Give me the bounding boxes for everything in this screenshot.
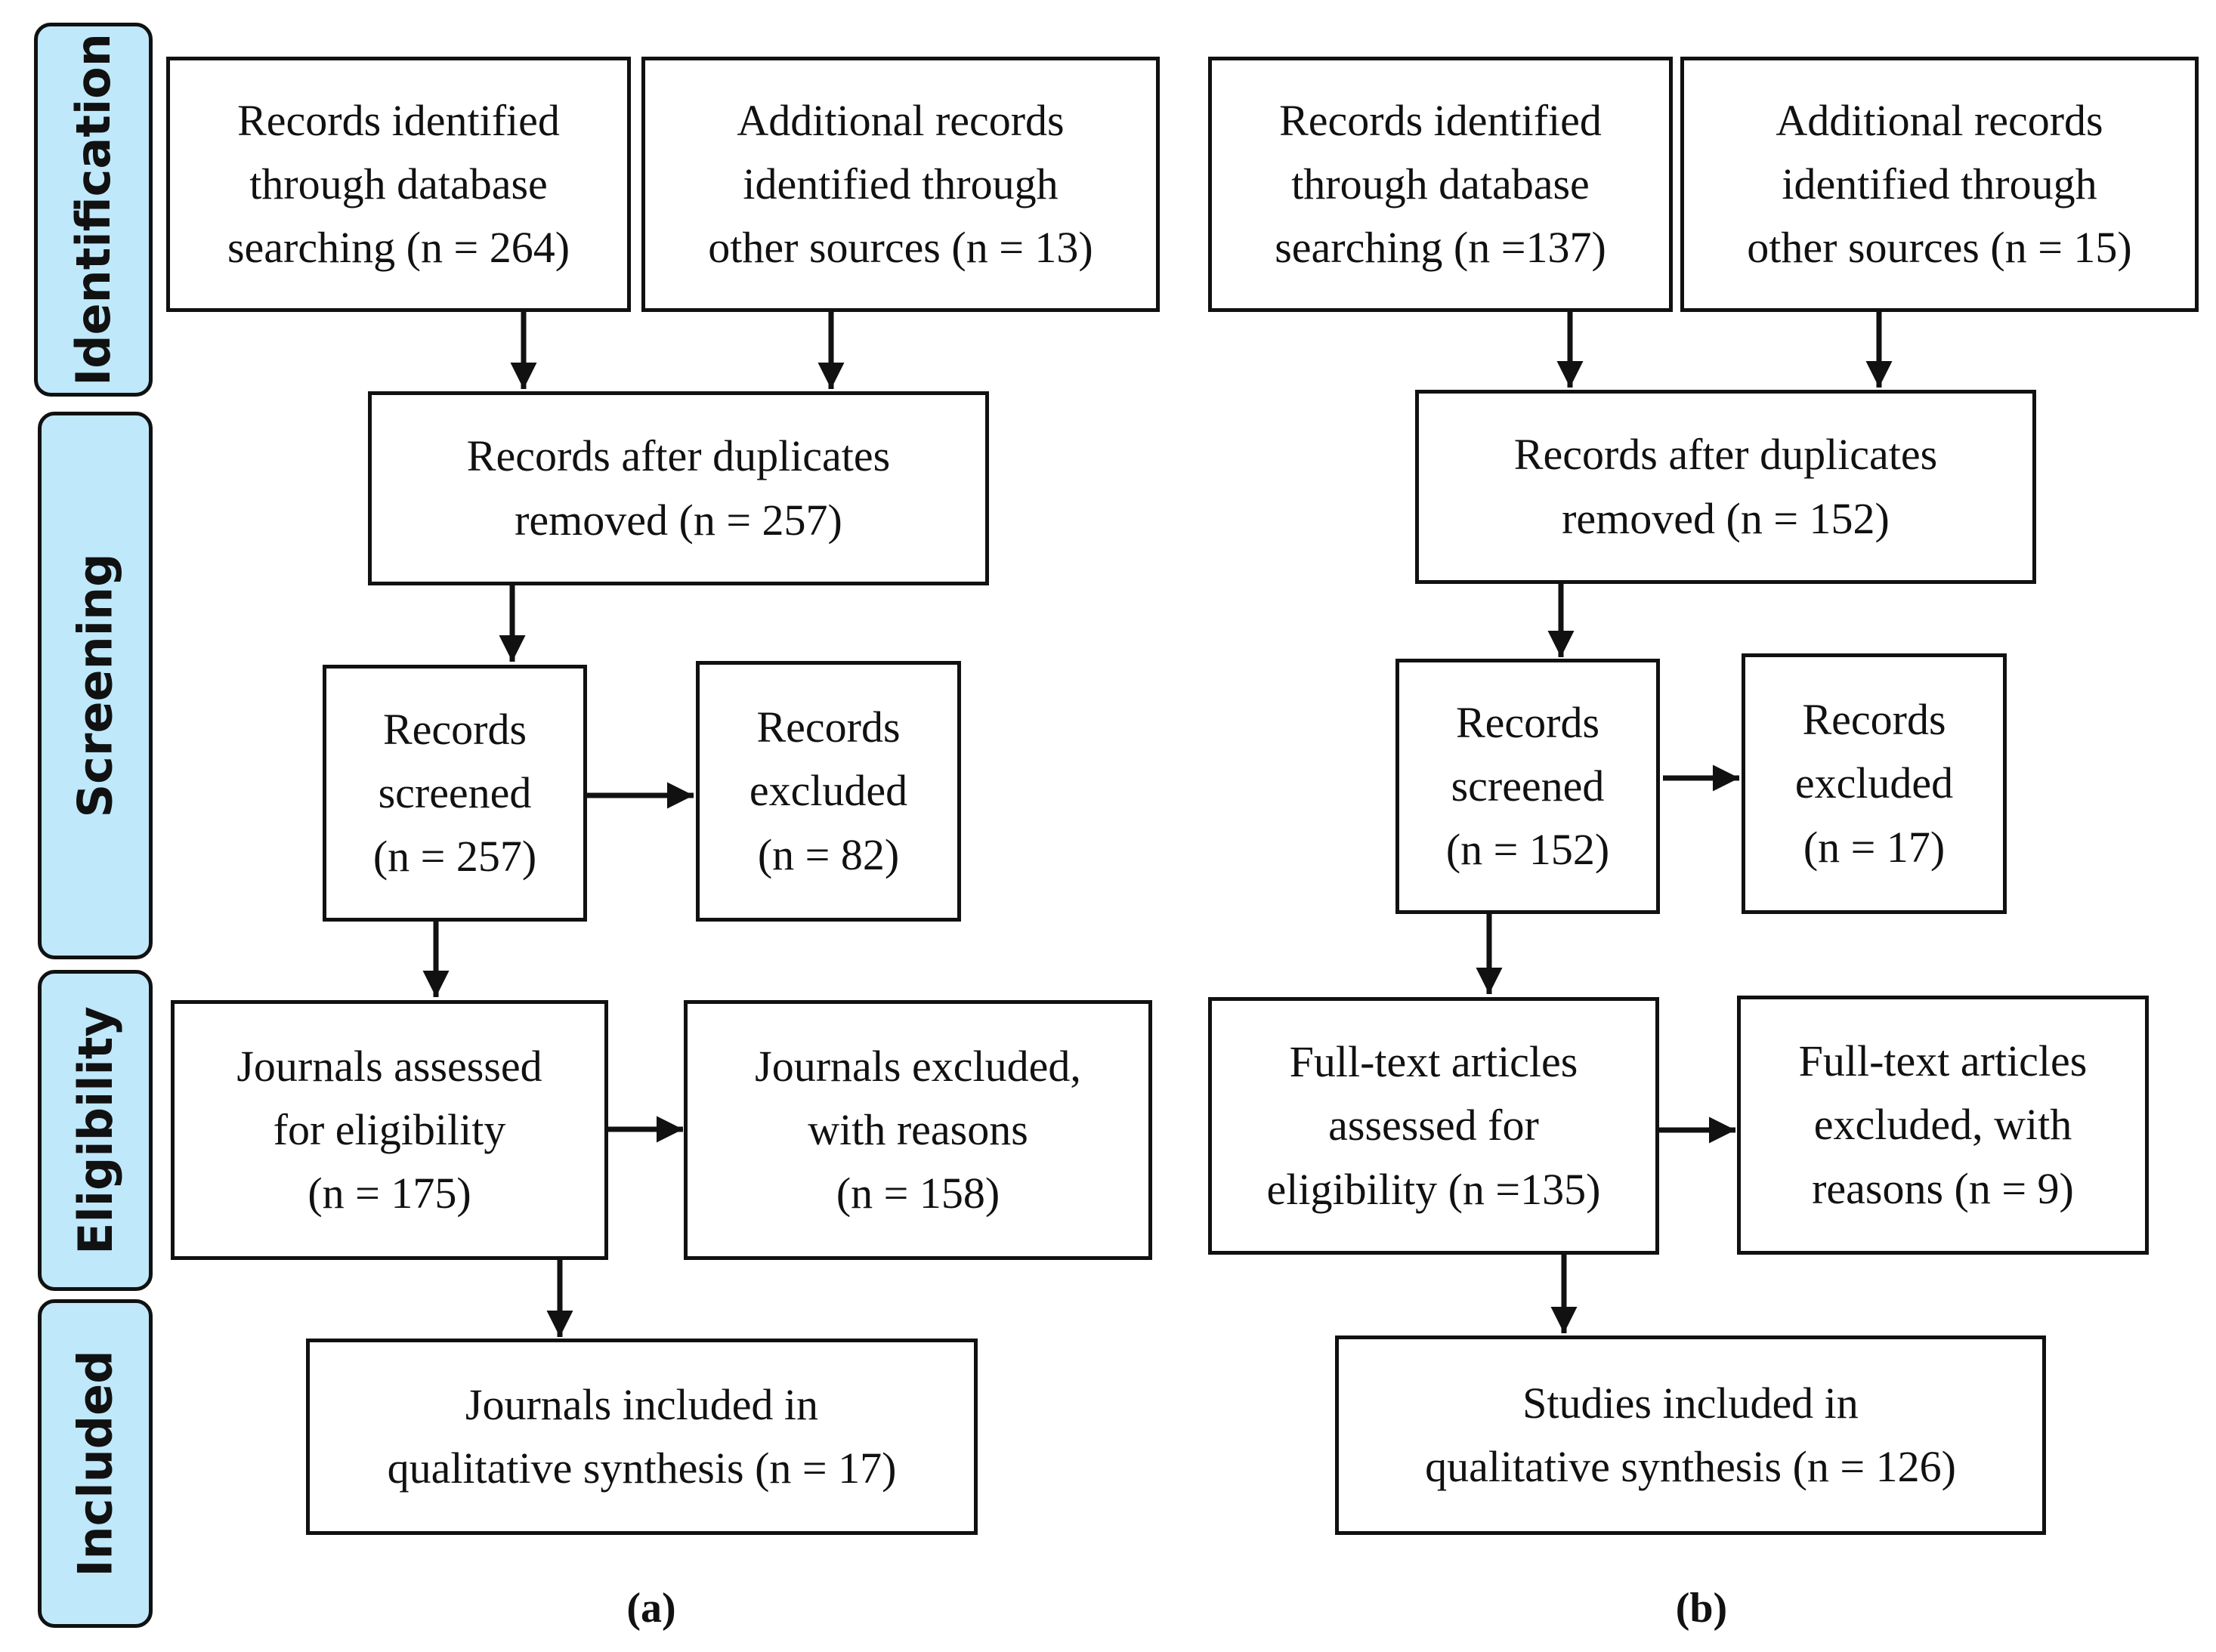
b-box-fulltext-excluded: Full-text articles excluded, with reason…	[1737, 996, 2149, 1255]
a-box-records-screened: Records screened (n = 257)	[323, 665, 587, 922]
b-box-fulltext-assessed: Full-text articles assessed for eligibil…	[1208, 997, 1659, 1255]
phase-included: Included	[38, 1299, 153, 1628]
b-box-records-screened: Records screened (n = 152)	[1395, 659, 1660, 914]
b-box-additional-records: Additional records identified through ot…	[1680, 57, 2199, 312]
b-box-database-records: Records identified through database sear…	[1208, 57, 1673, 312]
a-caption: (a)	[626, 1585, 676, 1632]
phase-eligibility: Eligibility	[38, 970, 153, 1291]
b-box-records-excluded: Records excluded (n = 17)	[1742, 653, 2007, 914]
a-box-after-duplicates: Records after duplicates removed (n = 25…	[368, 391, 989, 585]
phase-screening: Screening	[38, 412, 153, 959]
a-box-journals-assessed: Journals assessed for eligibility (n = 1…	[171, 1000, 608, 1260]
a-box-journals-included: Journals included in qualitative synthes…	[306, 1339, 978, 1535]
a-box-records-excluded: Records excluded (n = 82)	[696, 661, 961, 922]
b-caption: (b)	[1675, 1585, 1728, 1632]
a-box-additional-records: Additional records identified through ot…	[641, 57, 1160, 312]
phase-identification: Identification	[34, 23, 153, 397]
b-box-studies-included: Studies included in qualitative synthesi…	[1335, 1335, 2046, 1535]
b-box-after-duplicates: Records after duplicates removed (n = 15…	[1415, 390, 2036, 584]
a-box-database-records: Records identified through database sear…	[166, 57, 631, 312]
a-box-journals-excluded: Journals excluded, with reasons (n = 158…	[684, 1000, 1152, 1260]
